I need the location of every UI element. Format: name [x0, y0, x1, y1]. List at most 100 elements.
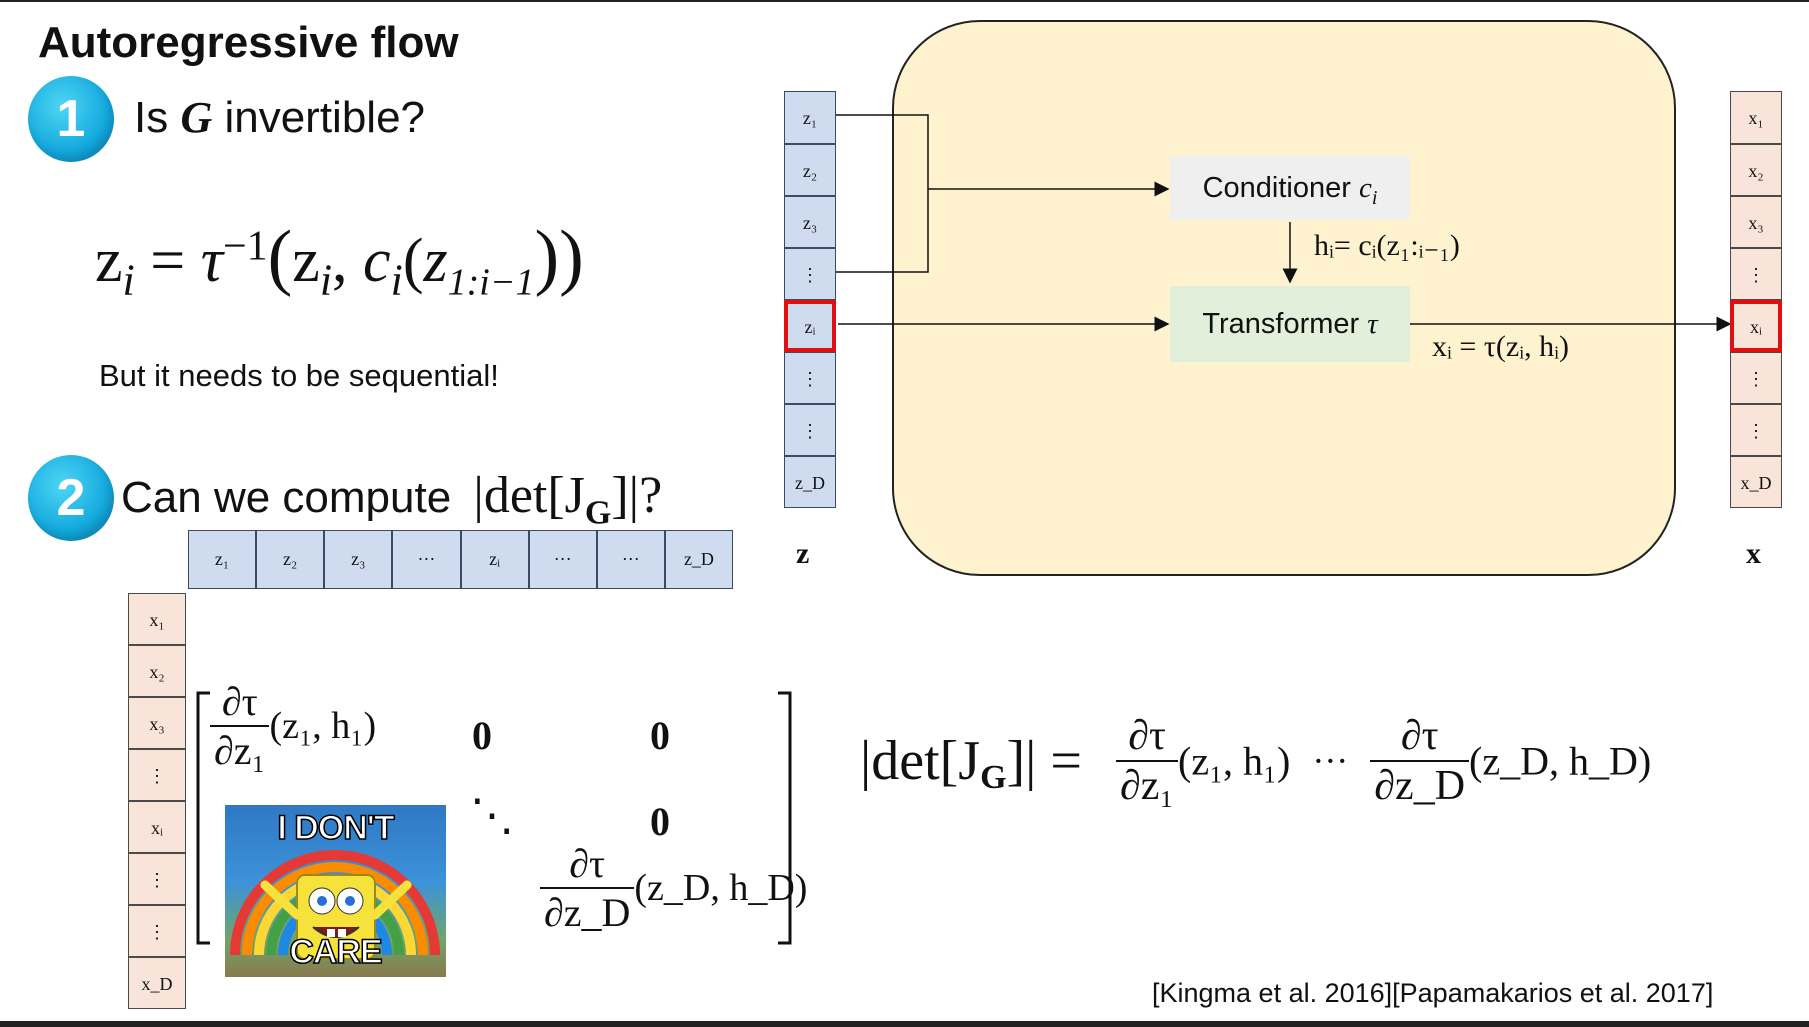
det-dnum-2: ∂τ: [1370, 712, 1470, 762]
det-dden1: ∂z₁: [1119, 763, 1175, 809]
jacobian-z-cell: z₁: [188, 530, 257, 589]
matrix-zero: 0: [650, 713, 670, 758]
question-2-sub: G: [584, 494, 612, 532]
matrix-brackets: [196, 691, 792, 945]
det-dnum: ∂τ: [1115, 712, 1179, 762]
eq1-sub: i: [122, 255, 135, 305]
jacobian-x-cell: ⋮: [128, 853, 186, 905]
question-2-close: ]|?: [611, 467, 663, 524]
x-cell: x₃: [1730, 196, 1782, 248]
question-1: Is G invertible?: [134, 92, 425, 143]
x-cell: x_D: [1730, 456, 1782, 508]
matrix-zero: 0: [650, 799, 670, 844]
matrix-ddots: ⋱: [470, 791, 514, 840]
transformer-symbol: τ: [1367, 308, 1378, 340]
jacobian-z-cell: z₃: [324, 530, 393, 589]
conditioner-sub: i: [1371, 186, 1378, 209]
matrix-entry-11: ∂τ∂z₁(z₁, h₁): [210, 678, 376, 774]
matrix-dnum: ∂τ: [210, 678, 270, 727]
jacobian-z-cell: z₂: [256, 530, 325, 589]
eq1-range: 1:i−1: [447, 261, 535, 304]
matrix-dnum-d: ∂τ: [540, 840, 635, 889]
z-cell-highlighted: zᵢ: [784, 300, 836, 352]
x-cell: x₁: [1730, 91, 1782, 144]
z-cell: z₃: [784, 196, 836, 248]
eq1-sub-2: i: [319, 255, 333, 305]
eq1-open: (: [267, 216, 293, 298]
question-1-post: invertible?: [212, 93, 426, 142]
inverse-equation: zi = τ−1(zi, ci(z1:i−1)): [95, 215, 584, 305]
jacobian-x-cell: x₃: [128, 697, 186, 749]
jacobian-x-cell: ⋮: [128, 749, 186, 801]
x-column: x₁ x₂ x₃ ⋮ xᵢ ⋮ ⋮ x_D: [1730, 91, 1782, 508]
z-cell: z_D: [784, 456, 836, 508]
eq1-eq: =: [134, 227, 201, 295]
x-cell: ⋮: [1730, 352, 1782, 404]
x-cell: x₂: [1730, 144, 1782, 196]
question-1-pre: Is: [134, 93, 181, 142]
top-border: [0, 0, 1809, 2]
question-2-det: |det[J: [473, 467, 585, 524]
jacobian-z-cell: ···: [596, 530, 665, 589]
eq1-close: )): [534, 216, 584, 298]
number-badge-1: 1: [28, 76, 114, 162]
conditioner-label: Conditioner: [1202, 172, 1359, 204]
question-2-text: Can we compute: [121, 473, 464, 522]
z-cell: z₁: [784, 91, 836, 144]
eq1-c: c: [363, 227, 391, 295]
det-argD: (z_D, h_D): [1469, 738, 1652, 784]
eq1-open2: (: [402, 227, 424, 295]
det-close: ]| =: [1006, 730, 1082, 792]
x-cell: ⋮: [1730, 248, 1782, 300]
matrix-arg1: (z₁, h₁): [269, 705, 377, 747]
z-column: z₁ z₂ z₃ ⋮ zᵢ ⋮ ⋮ z_D: [784, 91, 836, 508]
x-cell-highlighted: xᵢ: [1730, 300, 1782, 352]
question-1-symbol: G: [180, 93, 213, 142]
meme-top-text: I DON'T: [277, 808, 396, 848]
det-dots: ···: [1312, 741, 1349, 781]
bottom-border: [0, 1021, 1809, 1027]
matrix-entry-dd: ∂τ∂z_D(z_D, h_D): [540, 840, 807, 936]
jacobian-z-cell: ···: [528, 530, 597, 589]
eq1-zz: z: [423, 227, 448, 295]
spongebob-meme-image: I DON'T CARE: [225, 805, 446, 977]
matrix-argD: (z_D, h_D): [634, 867, 808, 909]
number-badge-2: 2: [28, 455, 114, 541]
jacobian-x-cell: x_D: [128, 957, 186, 1009]
z-cell: ⋮: [784, 352, 836, 404]
eq1-comma: ,: [332, 227, 364, 295]
conditioner-box: Conditioner ci: [1170, 156, 1410, 220]
matrix-dden: ∂z₁: [214, 728, 266, 773]
jacobian-z-cell: z_D: [664, 530, 733, 589]
jacobian-z-row: z₁ z₂ z₃ ··· zᵢ ··· ··· z_D: [188, 530, 733, 589]
eq1-zi: z: [292, 227, 320, 295]
transformer-label: Transformer: [1202, 308, 1368, 340]
transformer-output-label: xᵢ = τ(zᵢ, hᵢ): [1432, 330, 1569, 363]
jacobian-z-cell: ···: [392, 530, 461, 589]
jacobian-x-cell: xᵢ: [128, 801, 186, 853]
det-arg1: (z₁, h₁): [1178, 738, 1291, 784]
x-cell: ⋮: [1730, 404, 1782, 456]
det-lhs: |det[J: [860, 730, 981, 792]
matrix-dden-d: ∂z_D: [544, 890, 631, 935]
sequential-note: But it needs to be sequential!: [99, 358, 499, 393]
eq1-tau: τ: [200, 227, 223, 295]
z-cell: z₂: [784, 144, 836, 196]
citation: [Kingma et al. 2016][Papamakarios et al.…: [1152, 978, 1714, 1008]
z-cell: ⋮: [784, 404, 836, 456]
matrix-zero: 0: [472, 713, 492, 758]
det-ddenD: ∂z_D: [1374, 763, 1466, 809]
eq1-sub-3: i: [390, 255, 403, 305]
eq1-inv: −1: [222, 223, 268, 270]
determinant-equation: |det[JG]| = ∂τ∂z₁(z₁, h₁) ··· ∂τ∂z_D(z_D…: [860, 712, 1651, 810]
z-label: z: [796, 537, 810, 570]
jacobian-z-cell: zᵢ: [460, 530, 529, 589]
z-cell: ⋮: [784, 248, 836, 300]
question-2: Can we compute |det[JG]|?: [121, 466, 662, 532]
x-label: x: [1746, 537, 1761, 570]
det-sub: G: [980, 758, 1007, 796]
eq1-z: z: [95, 227, 123, 295]
jacobian-x-column: x₁ x₂ x₃ ⋮ xᵢ ⋮ ⋮ x_D: [128, 593, 186, 1009]
meme-bottom-text: CARE: [289, 932, 384, 972]
